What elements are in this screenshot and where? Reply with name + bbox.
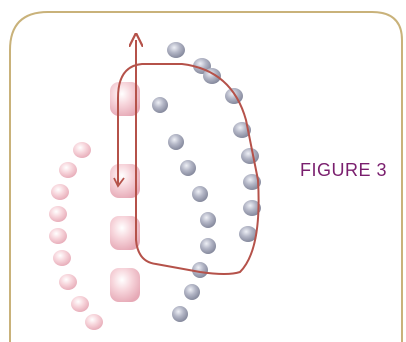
gray-seed-bead: [225, 88, 243, 104]
pink-seed-bead: [49, 228, 67, 244]
gray-seed-bead: [200, 212, 216, 228]
gray-seed-bead: [241, 148, 259, 164]
pink-seed-bead: [59, 162, 77, 178]
gray-seed-bead: [200, 238, 216, 254]
gray-seed-bead: [168, 134, 184, 150]
pink-cube-bead: [110, 268, 140, 302]
gray-seed-beads-inner: [152, 97, 216, 322]
pink-seed-bead: [53, 250, 71, 266]
figure-caption: FIGURE 3: [300, 160, 387, 181]
pink-seed-bead: [85, 314, 103, 330]
pink-seed-bead: [73, 142, 91, 158]
gray-seed-bead: [172, 306, 188, 322]
gray-seed-bead: [192, 186, 208, 202]
gray-seed-bead: [152, 97, 168, 113]
gray-seed-bead: [167, 42, 185, 58]
pink-seed-bead: [71, 296, 89, 312]
pink-seed-beads: [49, 142, 103, 330]
gray-seed-bead: [184, 284, 200, 300]
pink-seed-bead: [59, 274, 77, 290]
pink-seed-bead: [49, 206, 67, 222]
gray-seed-bead: [180, 160, 196, 176]
pink-seed-bead: [51, 184, 69, 200]
